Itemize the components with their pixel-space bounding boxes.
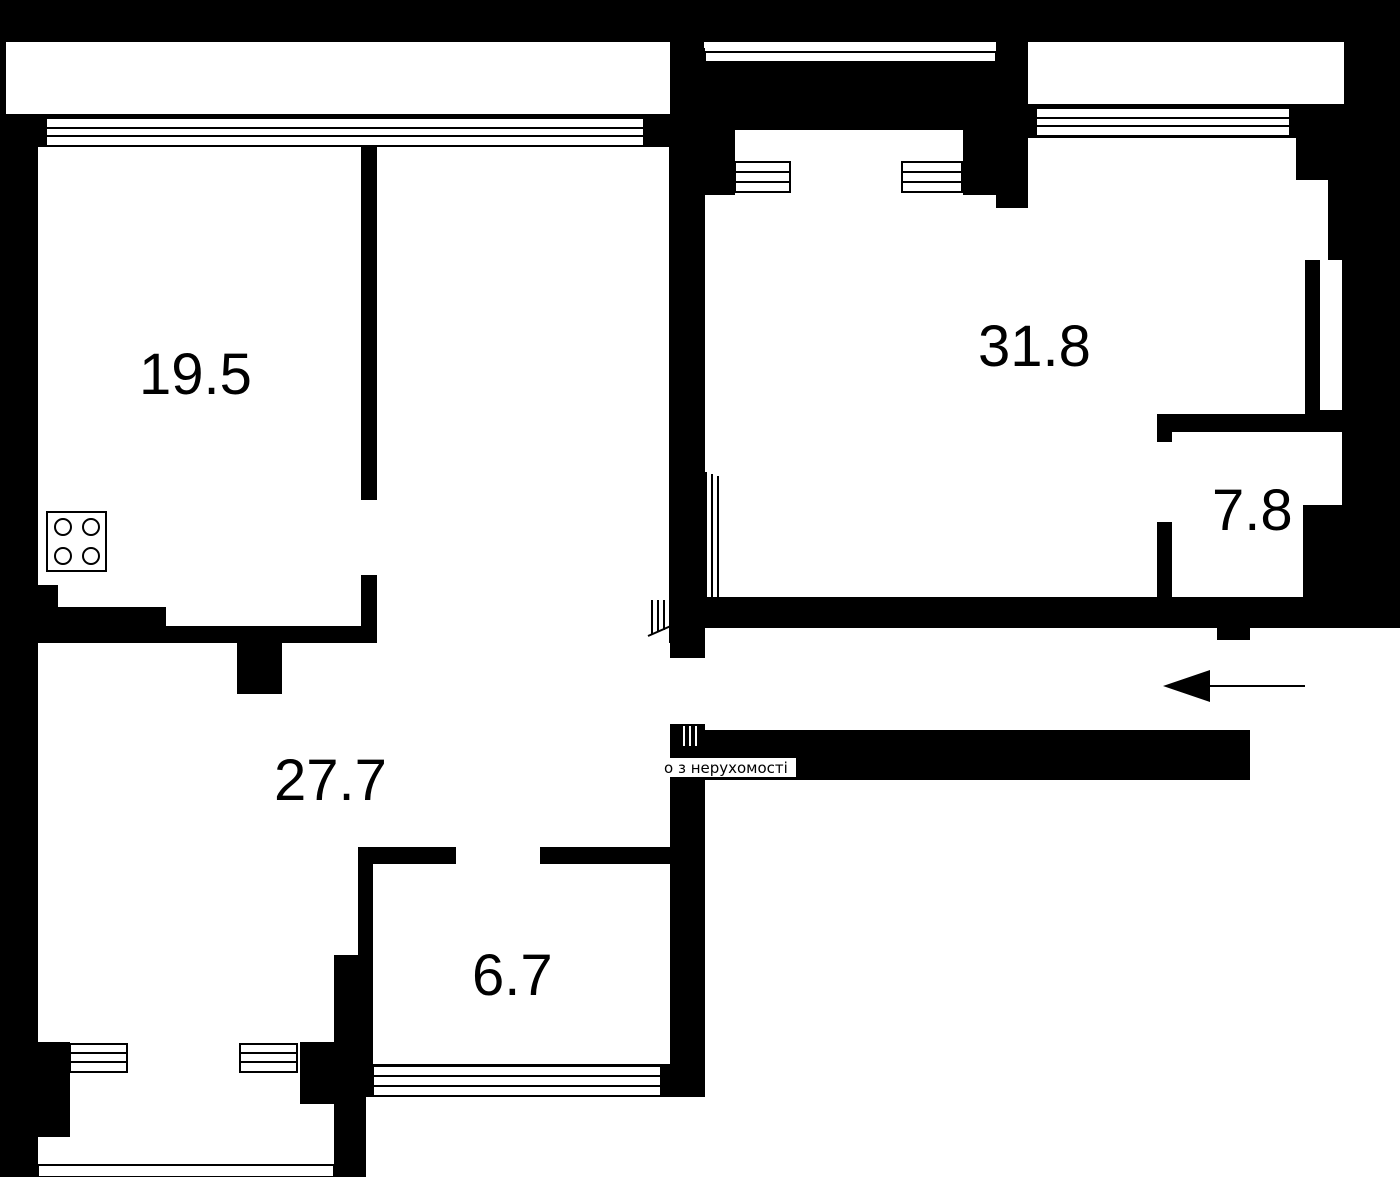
wall-bath-top-left (358, 847, 456, 864)
room-hall-floor-lower (38, 847, 358, 1042)
window-bath (372, 1065, 662, 1097)
window-living-right (1035, 107, 1291, 137)
top-exterior-band (6, 42, 670, 114)
kitchen-doorway (361, 500, 381, 575)
wall-living-bottom (705, 597, 1003, 628)
wall-living-bottom-right (1100, 597, 1400, 628)
watermark-box (662, 758, 796, 777)
wall-kitchen-partition (361, 147, 377, 500)
exterior-bottom-area (705, 780, 1400, 1177)
wall-living-top-left-pier (705, 130, 735, 195)
room-living-floor-top-right (1028, 138, 1296, 200)
room-living-floor-right (1296, 180, 1328, 260)
window-living-sill-left (734, 161, 791, 193)
wall-living-top-mid (996, 45, 1028, 208)
wall-storage-left (1157, 522, 1172, 602)
top-exterior-band-right (1028, 42, 1344, 104)
wall-hall-bottom-left-pier (38, 1042, 70, 1137)
wall-storage-top (1157, 414, 1342, 432)
exterior-bottom-left (366, 1097, 706, 1177)
bath-doorway (456, 846, 540, 866)
area-label-living: 31.8 (978, 314, 1091, 379)
entrance-corridor-floor-inner (670, 658, 710, 724)
room-living-floor-right2 (1320, 260, 1342, 410)
wall-bath-pier (300, 1042, 340, 1104)
wall-kitchen-bottom (38, 626, 377, 643)
window-living-sill-right (901, 161, 963, 193)
room-hall-floor (38, 643, 670, 847)
area-label-kitchen: 19.5 (139, 342, 252, 407)
area-label-bath: 6.7 (472, 943, 553, 1008)
window-hall-bottom (37, 1164, 335, 1177)
wall-storage-right (1303, 505, 1343, 600)
arrow-left-icon (1163, 670, 1305, 702)
wall-bath-top-right (540, 847, 670, 864)
area-label-storage: 7.8 (1212, 478, 1293, 543)
balcony-gap-top (704, 42, 996, 52)
room-kitchen-floor-right (166, 600, 361, 626)
wall-kitchen-step2 (58, 607, 166, 627)
wall-living-left (670, 48, 705, 658)
door-hatch-lower (683, 726, 697, 746)
watermark-text: о з нерухомості (664, 759, 788, 777)
wall-hall-right (670, 724, 705, 1097)
window-kitchen (45, 117, 645, 147)
area-label-hall: 27.7 (274, 748, 387, 813)
window-hall-sill-left (69, 1043, 128, 1073)
wall-living-top-right-pier (963, 130, 996, 195)
room-bath-floor (373, 864, 670, 1064)
door-swing-hatch (647, 415, 731, 640)
wall-kitchen-partition-low (361, 575, 377, 640)
wall-pillar (237, 640, 282, 694)
wall-entrance-post (1217, 628, 1250, 640)
stove-icon (46, 511, 107, 572)
wall-entrance-post2 (1217, 730, 1250, 780)
window-hall-sill-right (239, 1043, 298, 1073)
wall-storage-left-top (1157, 414, 1172, 442)
window-balcony-top (704, 51, 997, 63)
wall-kitchen-step (38, 585, 58, 610)
